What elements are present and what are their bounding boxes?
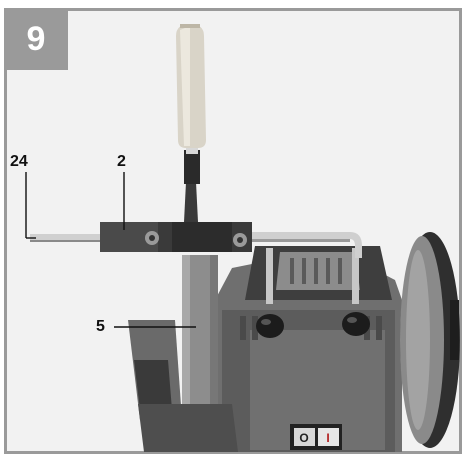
switch-off-symbol: O	[299, 431, 308, 445]
left-knob-icon	[256, 248, 284, 338]
callout-lines	[25, 172, 196, 328]
jig-holder	[100, 222, 252, 252]
callout-2: 2	[117, 153, 126, 170]
right-knob-icon	[342, 248, 370, 336]
switch-on-symbol: I	[326, 431, 329, 445]
chisel	[176, 24, 206, 222]
water-trough	[138, 404, 238, 452]
jig-rod	[30, 234, 102, 242]
right-grinding-wheel	[400, 232, 460, 448]
support-bar	[250, 232, 362, 258]
callout-5: 5	[96, 318, 105, 335]
guard-slots	[290, 258, 342, 284]
power-switch	[290, 424, 342, 450]
figure-number: 9	[4, 8, 68, 70]
callout-24: 24	[10, 153, 28, 170]
housing-panel	[250, 330, 385, 450]
